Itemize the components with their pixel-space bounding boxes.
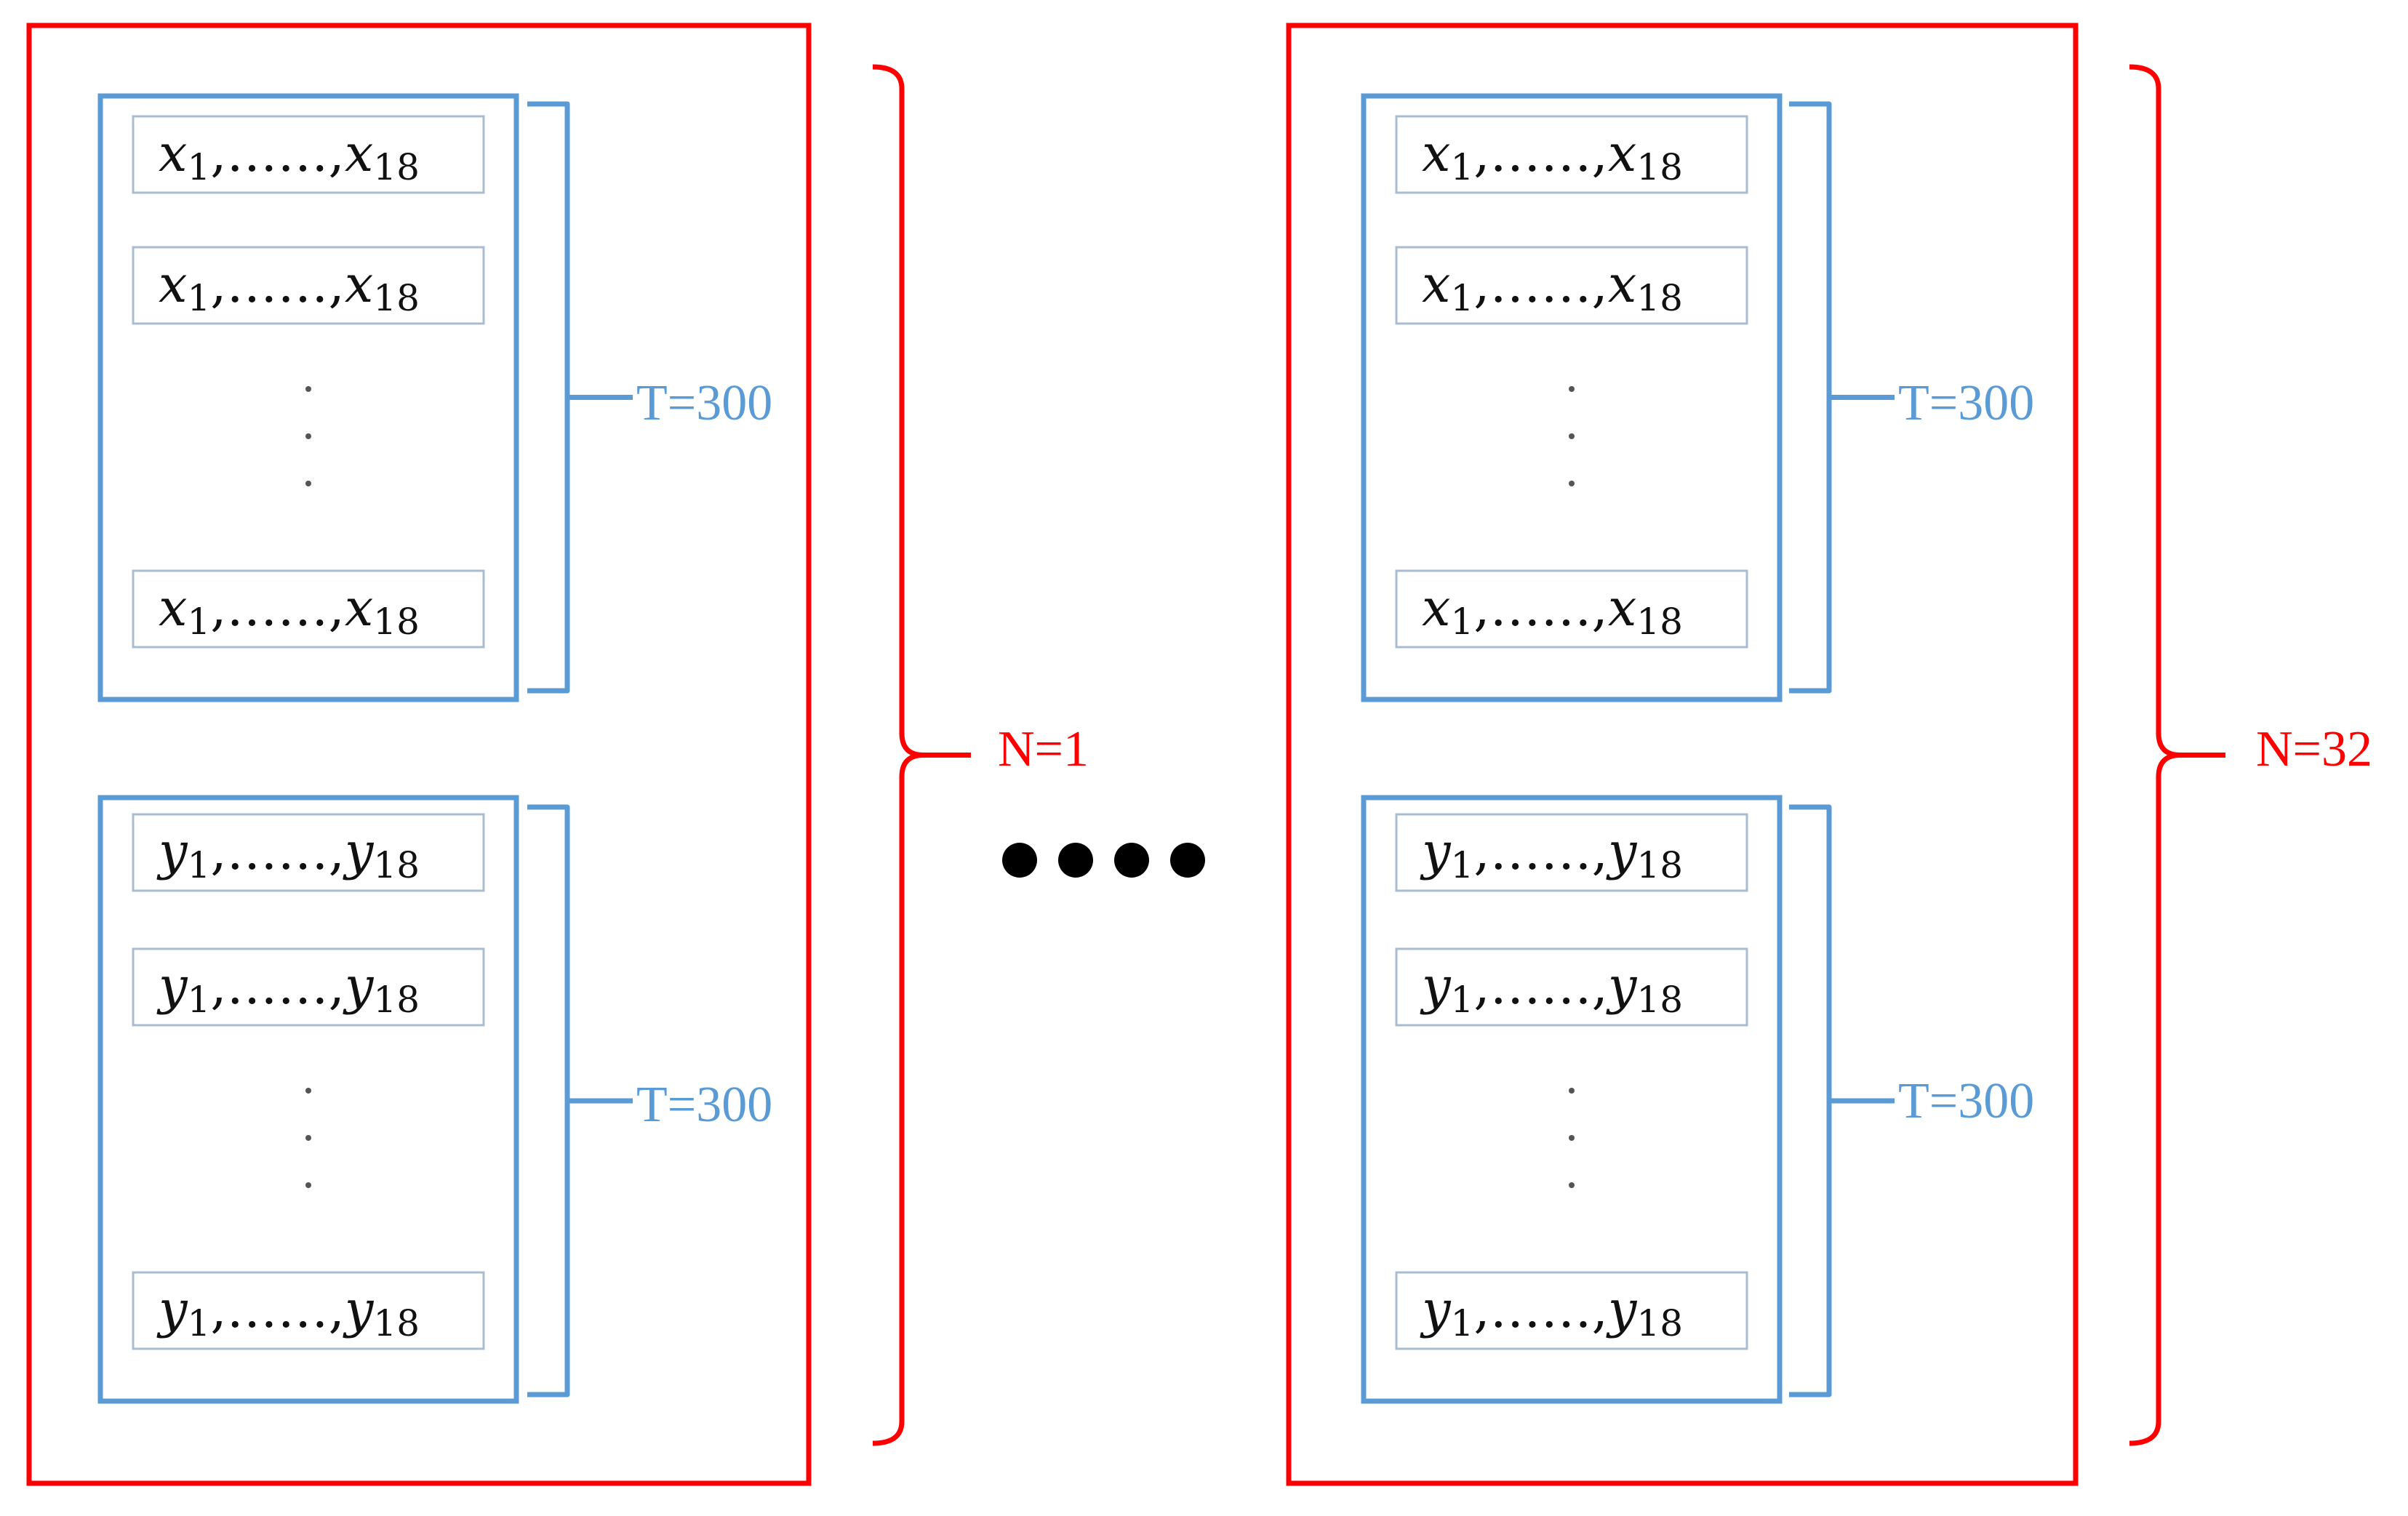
- feature-vector-text: y1,……,y18: [1420, 956, 1683, 1021]
- feature-vector-text: x1,……,x18: [1422, 254, 1683, 319]
- timestep-row-box: [1395, 813, 1748, 892]
- timestep-row: x1,……,x18: [132, 246, 485, 325]
- feature-vector-text: y1,……,y18: [156, 956, 420, 1021]
- timestep-row: y1,……,y18: [132, 1271, 485, 1350]
- batch-2: x1,……,x18x1,……,x18x1,……,x18T=300y1,……,y1…: [1286, 23, 2372, 1486]
- timestep-row: x1,……,x18: [1395, 569, 1748, 649]
- timestep-row-box: [1395, 246, 1748, 325]
- timestep-row-box: [132, 115, 485, 194]
- timesteps-label: T=300: [1898, 375, 2034, 431]
- vertical-ellipsis-dot: [305, 1088, 311, 1094]
- timesteps-label: T=300: [1898, 1073, 2034, 1129]
- feature-vector-text: x1,……,x18: [159, 124, 420, 188]
- batch-box: [1286, 23, 2079, 1486]
- timestep-row-box: [132, 813, 485, 892]
- sequence-box: [97, 795, 519, 1404]
- timesteps-label: T=300: [636, 375, 772, 431]
- timestep-row: y1,……,y18: [1395, 813, 1748, 892]
- ellipsis-dot: [1002, 843, 1037, 878]
- batch-brace: [872, 64, 971, 1446]
- feature-vector-text: y1,……,y18: [156, 1280, 420, 1344]
- feature-vector-text: x1,……,x18: [159, 254, 420, 319]
- timestep-row-box: [1395, 569, 1748, 649]
- ellipsis-dot: [1058, 843, 1093, 878]
- vertical-ellipsis-dot: [1569, 386, 1575, 392]
- timestep-bracket: [1789, 804, 1895, 1397]
- timestep-bracket: [1789, 101, 1895, 694]
- feature-vector-text: x1,……,x18: [1422, 578, 1683, 643]
- timestep-row-box: [1395, 1271, 1748, 1350]
- timesteps-label: T=300: [636, 1077, 772, 1133]
- timestep-row: x1,……,x18: [1395, 246, 1748, 325]
- timestep-row: x1,……,x18: [1395, 115, 1748, 194]
- timestep-row-box: [1395, 947, 1748, 1027]
- sequence-box: [97, 93, 519, 702]
- vertical-ellipsis-dot: [1569, 481, 1575, 486]
- ellipsis-dot: [1170, 843, 1205, 878]
- horizontal-ellipsis: [1002, 843, 1205, 878]
- sequence-box: [1361, 795, 1783, 1404]
- batch-size-label: N=1: [998, 721, 1089, 777]
- batch-box: [26, 23, 812, 1486]
- vertical-ellipsis-dot: [305, 386, 311, 392]
- vertical-ellipsis-dot: [305, 481, 311, 486]
- sequence-box: [1361, 93, 1783, 702]
- feature-vector-text: y1,……,y18: [156, 822, 420, 886]
- timestep-bracket: [527, 101, 633, 694]
- feature-vector-text: y1,……,y18: [1420, 1280, 1683, 1344]
- timestep-row: y1,……,y18: [132, 947, 485, 1027]
- vertical-ellipsis-dot: [1569, 433, 1575, 439]
- timestep-row-box: [132, 1271, 485, 1350]
- timestep-row-box: [1395, 115, 1748, 194]
- timestep-row: y1,……,y18: [1395, 947, 1748, 1027]
- vertical-ellipsis-dot: [1569, 1135, 1575, 1141]
- timestep-row-box: [132, 246, 485, 325]
- vertical-ellipsis-dot: [1569, 1088, 1575, 1094]
- batch-1: x1,……,x18x1,……,x18x1,……,x18T=300y1,……,y1…: [26, 23, 1089, 1486]
- vertical-ellipsis-dot: [305, 433, 311, 439]
- timestep-row: x1,……,x18: [132, 115, 485, 194]
- timestep-row-box: [132, 947, 485, 1027]
- timestep-row: y1,……,y18: [132, 813, 485, 892]
- timestep-row-box: [132, 569, 485, 649]
- timestep-bracket: [527, 804, 633, 1397]
- feature-vector-text: x1,……,x18: [1422, 124, 1683, 188]
- vertical-ellipsis-dot: [1569, 1182, 1575, 1188]
- ellipsis-dot: [1114, 843, 1149, 878]
- batch-size-label: N=32: [2256, 721, 2372, 777]
- vertical-ellipsis-dot: [305, 1135, 311, 1141]
- timestep-row: y1,……,y18: [1395, 1271, 1748, 1350]
- vertical-ellipsis-dot: [305, 1182, 311, 1188]
- timestep-row: x1,……,x18: [132, 569, 485, 649]
- batch-brace: [2129, 64, 2225, 1446]
- feature-vector-text: x1,……,x18: [159, 578, 420, 643]
- feature-vector-text: y1,……,y18: [1420, 822, 1683, 886]
